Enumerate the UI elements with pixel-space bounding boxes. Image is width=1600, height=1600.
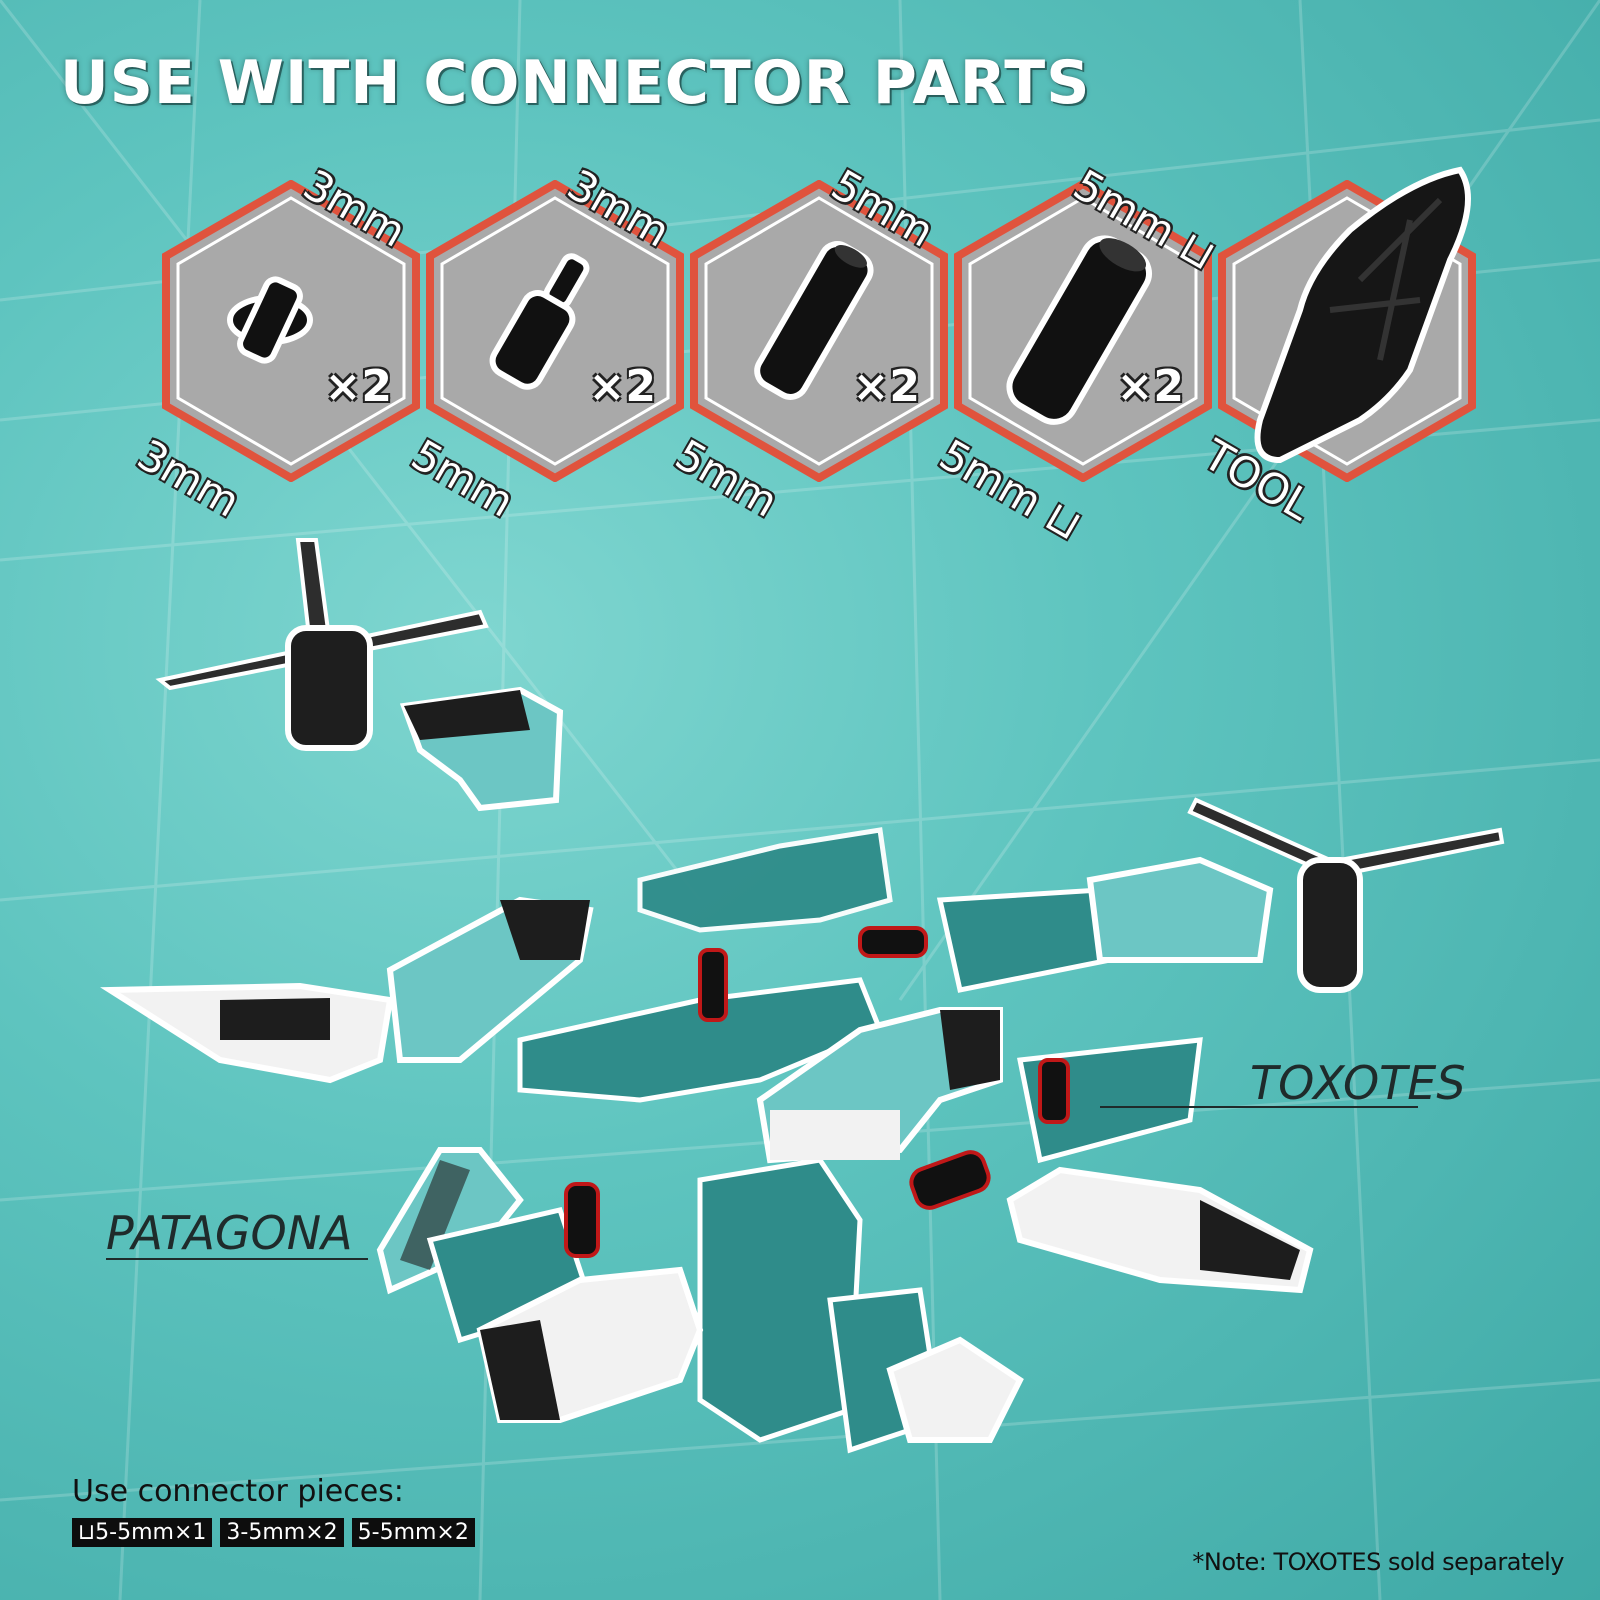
connector-hex-3-3: ×2 [160,180,422,482]
connector-3-5-icon [489,253,590,390]
connector-chip-1: ⊔5-5mm×1 [72,1518,213,1547]
hex-4-qty: ×2 [1116,361,1184,412]
patagona-leader-line [106,1258,368,1260]
toxotes-leader-line [1100,1106,1418,1108]
page-title: USE WITH CONNECTOR PARTS [60,48,1091,118]
connector-highlight-1 [698,948,728,1022]
small-part-bottom [886,1336,1024,1443]
connector-highlight-4 [909,1150,991,1210]
connector-hex-3-5: ×2 [424,180,686,482]
patagona-label: PATAGONA [106,1206,353,1260]
connector-5-5-socket-icon [1006,235,1152,425]
hex-3-qty: ×2 [852,361,920,412]
connector-chip-2: 3-5mm×2 [220,1518,344,1547]
toxotes-label: TOXOTES [1250,1056,1466,1110]
connector-highlight-3 [1038,1058,1070,1124]
hex-1-qty: ×2 [324,361,392,412]
wing-part-left [100,896,594,1084]
tool-icon [1254,166,1471,464]
socket-mark-icon: ⊔ [78,1520,96,1545]
connector-parts-row: ×2 3mm 3mm ×2 3mm 5mm ×2 5mm 5mm [130,160,1480,550]
cockpit-part-upper [399,686,564,812]
hex-2-qty: ×2 [588,361,656,412]
connector-3-3-icon [227,276,313,364]
connector-chip-3: 5-5mm×2 [351,1518,475,1547]
connector-hex-5-5-socket: ×2 [952,180,1214,482]
connector-highlight-5 [564,1182,600,1258]
sold-separately-note: *Note: TOXOTES sold separately [1192,1548,1564,1576]
connector-highlight-2 [858,926,928,958]
canopy-part [376,1147,524,1295]
connector-use-chips: ⊔5-5mm×1 3-5mm×2 5-5mm×2 [72,1518,475,1547]
rotor-part-right [1086,797,1505,993]
wing-part-right [1006,1166,1314,1294]
connector-hex-5-5: ×2 [688,180,950,482]
cockpit-part-center [756,1007,1003,1164]
connector-5-5-icon [754,241,874,400]
teal-frame-upper [637,827,893,933]
pod-part-lower [476,1266,704,1423]
connector-use-heading: Use connector pieces: [72,1474,404,1509]
rotor-part-left [155,538,489,751]
